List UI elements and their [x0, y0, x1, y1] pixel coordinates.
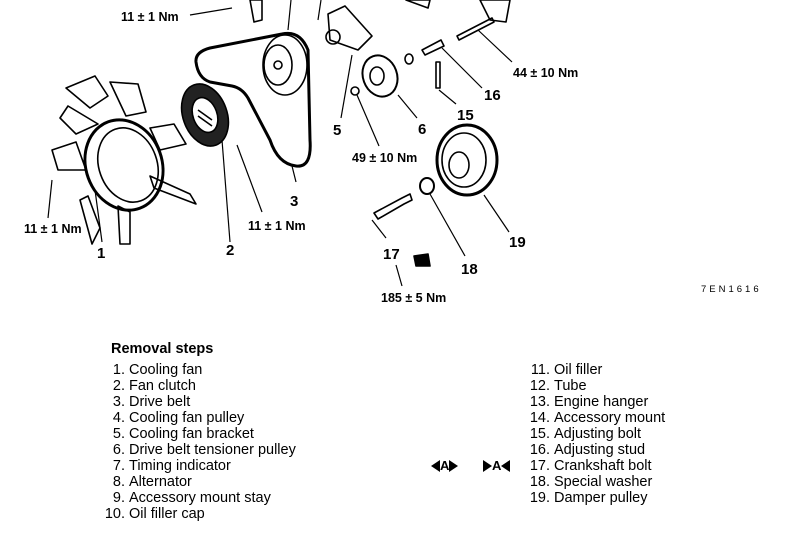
part-label-2: 2 [226, 242, 235, 259]
step-item: 9.Accessory mount stay [112, 490, 271, 506]
torque-spec-crank: 185 ± 5 Nm [381, 291, 447, 305]
part-label-19: 19 [509, 234, 526, 251]
part-label-15: 15 [457, 107, 474, 124]
part-label-16: 16 [484, 87, 501, 104]
removal-service-marker: A [431, 458, 459, 473]
step-item: 16.Adjusting stud [529, 442, 646, 458]
step-item: 3.Drive belt [112, 394, 191, 410]
damper-pulley-drawing [435, 123, 499, 197]
step-item: 8.Alternator [112, 474, 192, 490]
step-item: 19.Damper pulley [529, 490, 648, 506]
step-item: 7.Timing indicator [112, 458, 231, 474]
bracket-drawing [327, 5, 373, 51]
torque-spec-clutch: 11 ± 1 Nm [248, 219, 306, 233]
figure-code: 7EN1616 [701, 284, 762, 295]
step-item: 5.Cooling fan bracket [112, 426, 254, 442]
triangle-left-icon [501, 459, 511, 472]
step-item: 10.Oil filler cap [104, 506, 205, 522]
torque-spec-bracket: 49 ± 10 Nm [352, 151, 418, 165]
part-label-17: 17 [383, 246, 400, 263]
marker-letter: A [492, 458, 502, 473]
exploded-diagram: 1 2 3 5 6 15 16 17 18 19 11 ± 1 Nm 11 ± … [24, 0, 762, 330]
step-item: 6.Drive belt tensioner pulley [112, 442, 296, 458]
step-item: 17.Crankshaft bolt [529, 458, 652, 474]
installation-service-marker: A [483, 458, 511, 473]
triangle-left-icon [431, 459, 440, 472]
triangle-right-icon [483, 459, 492, 472]
part-label-6: 6 [418, 121, 427, 138]
removal-steps-title: Removal steps [111, 341, 214, 357]
step-item: 14.Accessory mount [529, 410, 666, 426]
triangle-right-icon [449, 459, 459, 472]
step-item: 13.Engine hanger [529, 394, 649, 410]
fan-clutch-drawing [180, 83, 230, 147]
torque-spec-mount: 44 ± 10 Nm [513, 66, 579, 80]
part-label-1: 1 [97, 245, 106, 262]
diagram-drawing [47, 0, 568, 330]
drive-belt-drawing [194, 31, 312, 168]
step-item: 15.Adjusting bolt [529, 426, 642, 442]
part-label-5: 5 [333, 122, 342, 139]
removal-steps-list-right: 11.Oil filler 12.Tube 13.Engine hanger 1… [522, 362, 665, 506]
removal-steps-list-left: 1.Cooling fan 2.Fan clutch 3.Drive belt … [97, 362, 296, 522]
step-item: 12.Tube [529, 378, 587, 394]
torque-spec-fan: 11 ± 1 Nm [24, 222, 82, 236]
step-item: 1.Cooling fan [112, 362, 203, 378]
cooling-fan-drawing [51, 75, 197, 245]
part-label-18: 18 [461, 261, 478, 278]
cooling-fan-pulley-drawing [262, 34, 308, 96]
step-item: 11.Oil filler [530, 362, 603, 378]
crankshaft-bolt-drawing [373, 193, 413, 220]
step-item: 4.Cooling fan pulley [112, 410, 245, 426]
step-item: 2.Fan clutch [112, 378, 196, 394]
marker-letter: A [440, 458, 450, 473]
part-label-3: 3 [290, 193, 299, 210]
torque-spec-top: 11 ± 1 Nm [121, 10, 179, 24]
step-item: 18.Special washer [529, 474, 653, 490]
tensioner-pulley-drawing [361, 54, 399, 98]
